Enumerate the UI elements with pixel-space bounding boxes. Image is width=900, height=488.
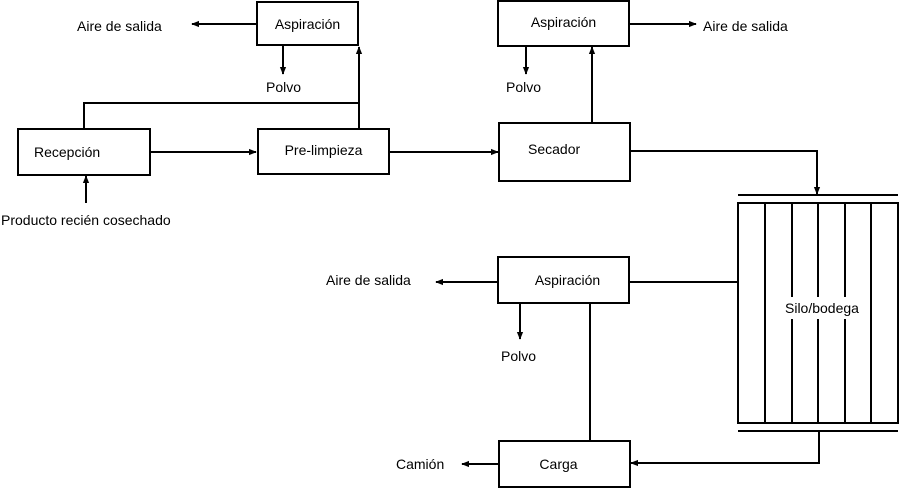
label-camion: Camión bbox=[396, 456, 445, 472]
node-silo-label: Silo/bodega bbox=[785, 297, 859, 319]
edge-secador-silo bbox=[630, 150, 821, 195]
label-producto: Producto recién cosechado bbox=[1, 212, 171, 228]
label-polvo-1: Polvo bbox=[266, 79, 302, 95]
node-prelimpieza-label: Pre-limpieza bbox=[284, 141, 363, 158]
label-polvo-2: Polvo bbox=[506, 79, 542, 95]
node-aspiracion-3: Aspiración bbox=[497, 256, 630, 304]
label-polvo-3: Polvo bbox=[501, 348, 537, 364]
node-aspiracion-2-label: Aspiración bbox=[530, 13, 597, 30]
node-aspiracion-2: Aspiración bbox=[497, 0, 630, 47]
edge-silo-carga bbox=[630, 432, 820, 467]
label-aire-1: Aire de salida bbox=[77, 18, 162, 34]
node-secador: Secador bbox=[498, 122, 631, 182]
label-aire-3: Aire de salida bbox=[326, 272, 411, 288]
node-secador-label: Secador bbox=[528, 141, 581, 157]
node-carga-label: Carga bbox=[539, 456, 578, 472]
node-aspiracion-1-label: Aspiración bbox=[274, 15, 341, 32]
node-prelimpieza: Pre-limpieza bbox=[257, 128, 390, 175]
node-aspiracion-3-label: Aspiración bbox=[534, 272, 601, 288]
node-aspiracion-1: Aspiración bbox=[256, 1, 359, 46]
node-carga: Carga bbox=[498, 440, 631, 488]
node-recepcion: Recepción bbox=[17, 128, 151, 176]
node-recepcion-label: Recepción bbox=[34, 144, 101, 160]
edge-recepcion-aspiracion-1 bbox=[83, 102, 359, 128]
label-aire-2: Aire de salida bbox=[703, 18, 788, 34]
